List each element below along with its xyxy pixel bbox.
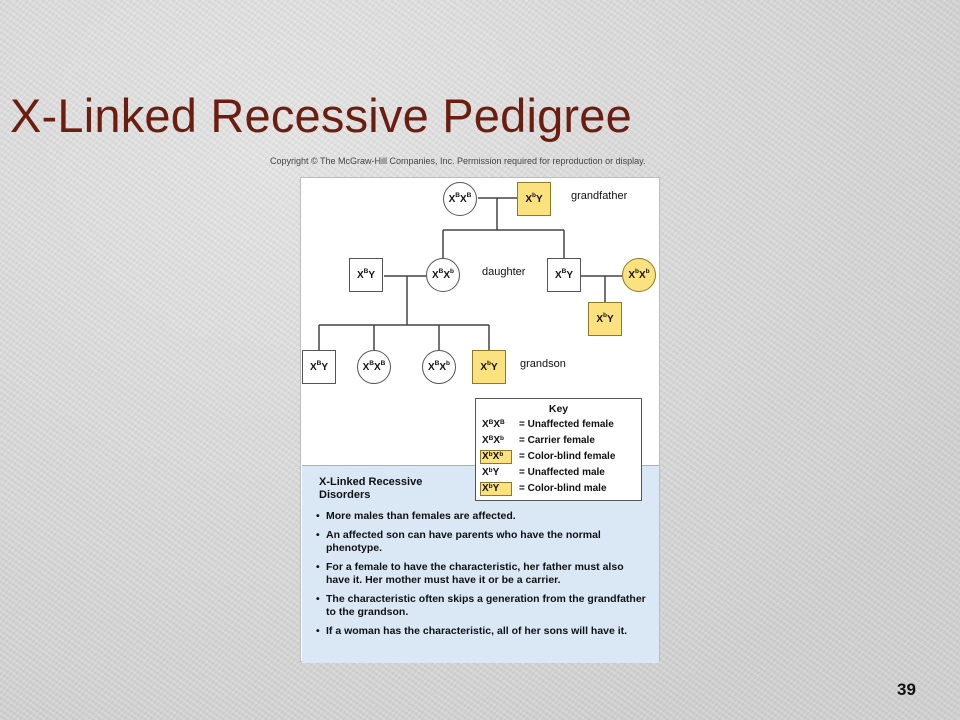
key-title: Key <box>548 403 569 415</box>
key-legend: Key XBXB = Unaffected female XBXb = Carr… <box>475 398 642 501</box>
key-row: XbXb = Color-blind female <box>480 449 616 464</box>
page-number: 39 <box>897 680 916 699</box>
pedigree-lines <box>318 197 622 350</box>
key-row: XbY = Unaffected male <box>482 466 605 479</box>
info-bullet: •More males than females are affected. <box>316 510 516 522</box>
info-bullet: •If a woman has the characteristic, all … <box>316 624 628 637</box>
key-row: XBXb = Carrier female <box>482 434 595 447</box>
info-title: X-Linked Recessive Disorders <box>319 476 423 501</box>
daughter-label: daughter <box>482 266 526 278</box>
key-row: XbY = Color-blind male <box>480 481 607 496</box>
slide-title: X-Linked Recessive Pedigree <box>10 89 632 142</box>
key-row: XBXB = Unaffected female <box>482 418 614 431</box>
info-bullet: •An affected son can have parents who ha… <box>316 528 601 555</box>
info-list: •More males than females are affected. •… <box>316 510 646 643</box>
grandson-label: grandson <box>520 358 566 370</box>
info-bullet: •The characteristic often skips a genera… <box>316 592 646 619</box>
copyright-notice: Copyright © The McGraw-Hill Companies, I… <box>270 156 646 166</box>
info-bullet: •For a female to have the characteristic… <box>316 560 624 587</box>
grandfather-label: grandfather <box>571 190 628 202</box>
